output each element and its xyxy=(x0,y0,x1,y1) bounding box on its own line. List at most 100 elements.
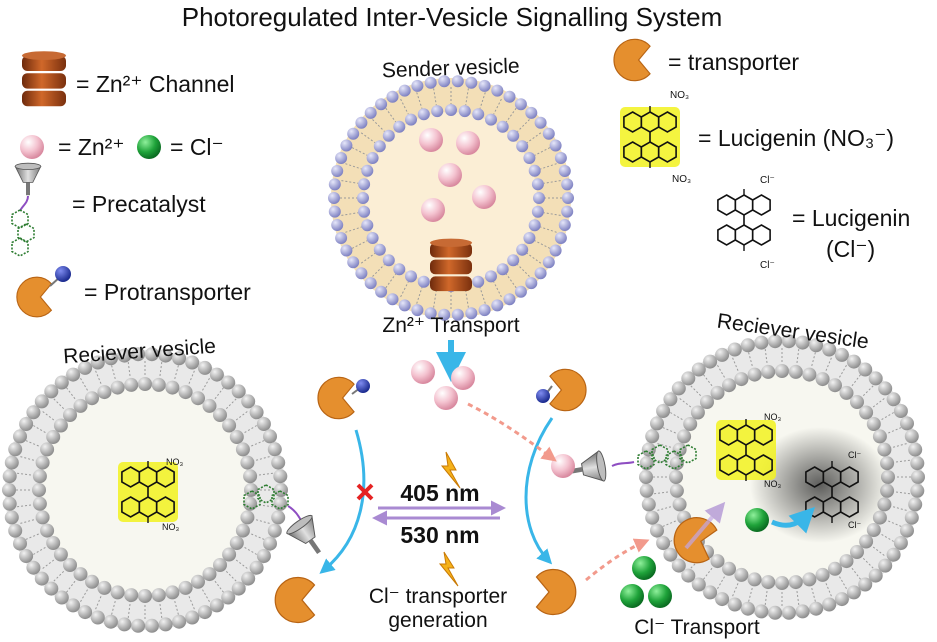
lipid-tail xyxy=(879,412,894,421)
lipid-head xyxy=(32,496,47,511)
receiver-vesicle-left: NO₃ NO₃ Reciever vesicle xyxy=(2,335,288,633)
lipid-head xyxy=(438,75,451,88)
lipid-head xyxy=(815,372,830,387)
lipid-head xyxy=(267,523,282,538)
lipid-head xyxy=(531,178,544,191)
inner-cl-ion xyxy=(745,508,769,532)
flow-arrow-left xyxy=(319,429,366,574)
lipid-head xyxy=(554,152,567,164)
lipid-tail xyxy=(543,180,561,184)
lipid-head xyxy=(715,347,730,362)
lipid-head xyxy=(561,178,574,191)
lipid-head xyxy=(85,391,99,406)
left-no3-top: NO₃ xyxy=(166,457,184,467)
lipid-head xyxy=(491,84,504,97)
lipid-head xyxy=(834,592,849,607)
lipid-head xyxy=(681,568,696,583)
lipid-tail xyxy=(249,440,265,448)
lipid-head xyxy=(229,536,244,550)
lipid-tail xyxy=(256,472,273,476)
lipid-head xyxy=(19,549,34,563)
lipid-tail xyxy=(465,290,469,308)
lipid-head xyxy=(514,98,527,111)
protransporter-right xyxy=(536,368,587,412)
lipid-head xyxy=(97,580,112,595)
lipid-head xyxy=(542,256,555,269)
lipid-tail xyxy=(850,566,861,580)
lipid-tail xyxy=(127,601,131,618)
lipid-head xyxy=(503,293,516,306)
lipid-tail xyxy=(173,598,179,615)
lipid-tail xyxy=(662,427,678,435)
lipid-tail xyxy=(66,579,77,593)
lipid-tail xyxy=(890,505,907,511)
lipid-head xyxy=(754,335,769,350)
lipid-head xyxy=(54,375,69,390)
lipid-head xyxy=(240,510,255,525)
lipid-head xyxy=(788,575,803,590)
lipid-tail xyxy=(764,588,768,605)
released-zn-ions xyxy=(411,360,475,410)
lipid-head xyxy=(809,338,824,353)
lipid-head xyxy=(650,416,664,431)
lipid-head xyxy=(4,455,19,470)
lipid-head xyxy=(26,560,41,575)
lipid-head xyxy=(703,585,718,600)
lipid-head xyxy=(178,580,193,595)
lipid-head xyxy=(878,558,893,573)
lipid-tail xyxy=(717,574,726,589)
lipid-head xyxy=(373,140,386,153)
lipid-head xyxy=(35,455,50,470)
lipid-tail xyxy=(234,411,248,422)
lipid-tail xyxy=(534,147,551,156)
lipid-head xyxy=(331,165,344,177)
lipid-head xyxy=(40,523,55,538)
lipid-tail xyxy=(80,587,89,602)
lipid-tail xyxy=(493,98,502,115)
lipid-head xyxy=(366,232,379,244)
lipid-head xyxy=(347,127,360,140)
lipid-head xyxy=(558,219,571,231)
lipid-head xyxy=(641,497,656,512)
lipid-tail xyxy=(886,427,902,435)
lipid-head xyxy=(672,442,687,457)
lipid-head xyxy=(472,275,485,288)
lipid-head xyxy=(438,308,451,321)
lipid-tail xyxy=(810,585,816,602)
lipid-head xyxy=(663,392,678,407)
lipid-head xyxy=(90,610,105,625)
lipid-head xyxy=(727,342,742,357)
lipid-head xyxy=(213,558,227,572)
sender-vesicle-label: Sender vesicle xyxy=(382,55,520,83)
lipid-head xyxy=(656,536,671,550)
no3-tag-top: NO₃ xyxy=(670,90,689,101)
lipid-head xyxy=(747,572,762,587)
lipid-tail xyxy=(679,398,693,409)
lipid-head xyxy=(528,164,541,177)
lipid-tail xyxy=(517,264,530,277)
lipid-head xyxy=(331,219,344,231)
lipid-head xyxy=(382,129,395,142)
transporter-icon xyxy=(613,38,651,82)
lipid-head xyxy=(839,554,854,569)
lipid-head xyxy=(507,129,520,142)
lipid-tail xyxy=(465,88,469,106)
lipid-head xyxy=(398,299,411,312)
lipid-tail xyxy=(53,398,66,411)
lipid-head xyxy=(839,385,854,400)
no3-tag-bottom: NO₃ xyxy=(672,174,691,185)
lipid-head xyxy=(645,510,660,525)
lipid-head xyxy=(144,347,159,362)
lipid-tail xyxy=(505,107,517,123)
protransporter-icon xyxy=(16,266,71,318)
lipid-head xyxy=(26,405,41,420)
lipid-tail xyxy=(25,440,41,448)
lipid-head xyxy=(364,277,377,290)
lipid-head xyxy=(690,405,705,420)
lipid-head xyxy=(103,614,118,629)
lipid-head xyxy=(405,113,417,126)
lipid-head xyxy=(263,429,277,444)
lipid-head xyxy=(523,152,536,164)
lipid-head xyxy=(78,360,93,375)
lipid-tail xyxy=(42,411,56,422)
